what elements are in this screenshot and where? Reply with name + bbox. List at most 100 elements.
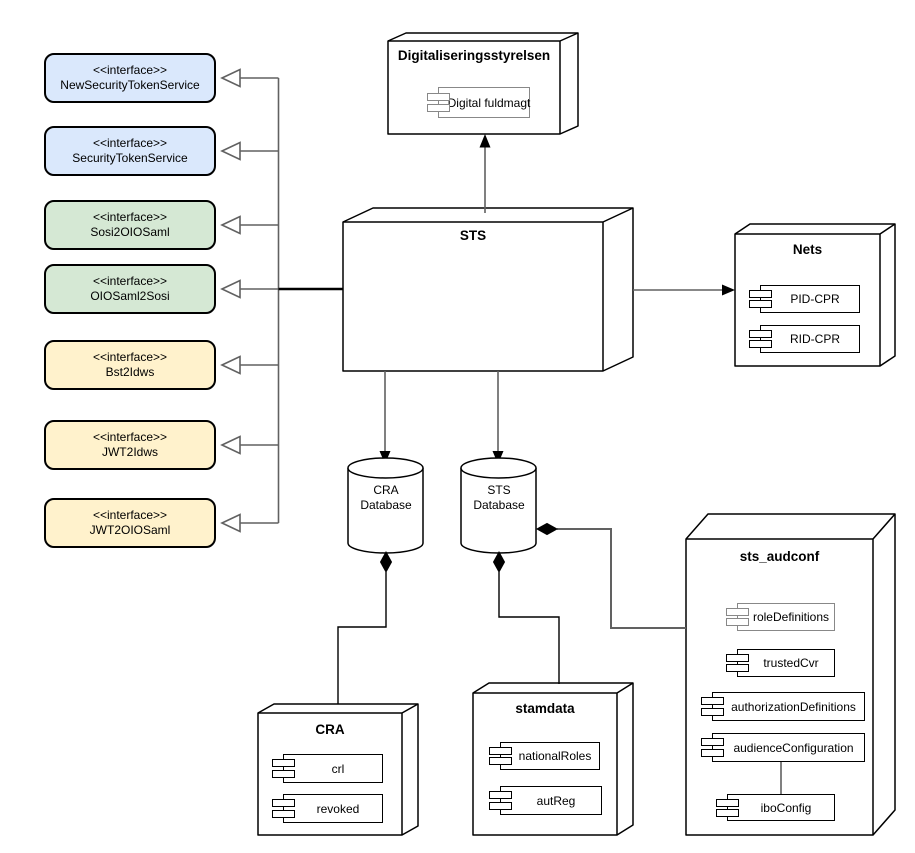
interface-bst2idws: <<interface>> Bst2Idws: [44, 340, 216, 390]
arrowhead-up-icon: [479, 134, 491, 148]
interface-newsecuritytokenservice: <<interface>> NewSecurityTokenService: [44, 53, 216, 103]
database-label-cra: CRA Database: [348, 483, 424, 513]
node-title-nets: Nets: [792, 242, 823, 257]
interface-name: Sosi2OIOSaml: [90, 225, 170, 239]
component-label: roleDefinitions: [752, 610, 830, 624]
database-label-sts: STS Database: [461, 483, 537, 513]
composition-diamond-icon: [379, 550, 393, 574]
interface-stereotype: <<interface>>: [92, 430, 168, 444]
composition-diamond-icon: [535, 522, 559, 536]
component-label: iboConfig: [760, 800, 812, 815]
component-label: autReg: [536, 793, 576, 808]
interface-jwt2idws: <<interface>> JWT2Idws: [44, 420, 216, 470]
edges-sts: [384, 147, 723, 452]
realization-triangle-icon: [220, 141, 241, 161]
component-authorizationdefinitions: authorizationDefinitions: [701, 692, 865, 721]
component-label: authorizationDefinitions: [731, 699, 856, 714]
component-tab-icon: [427, 103, 450, 112]
component-label: trustedCvr: [763, 656, 819, 670]
component-tab-icon: [726, 618, 749, 627]
component-tab-icon: [749, 290, 772, 299]
component-label: audienceConfiguration: [733, 740, 854, 755]
component-tab-icon: [489, 801, 512, 810]
component-label: crl: [331, 761, 345, 776]
database-sts-shape: [460, 457, 537, 554]
component-tab-icon: [749, 330, 772, 339]
realization-triangle-icon: [220, 68, 241, 88]
component-trustedcvr: trustedCvr: [726, 649, 835, 677]
component-tab-icon: [489, 747, 512, 756]
component-iboconfig: iboConfig: [716, 794, 835, 821]
component-tab-icon: [489, 757, 512, 766]
component-label: revoked: [316, 801, 360, 816]
interface-stereotype: <<interface>>: [92, 210, 168, 224]
interface-name: NewSecurityTokenService: [60, 78, 200, 92]
realization-bus: [240, 77, 280, 524]
node-sts-shape: [342, 207, 634, 372]
component-audienceconfiguration: audienceConfiguration: [701, 733, 865, 762]
interface-oiosaml2sosi: <<interface>> OIOSaml2Sosi: [44, 264, 216, 314]
database-name-line2: Database: [360, 498, 412, 512]
component-tab-icon: [272, 799, 295, 808]
interface-sosi2oiosaml: <<interface>> Sosi2OIOSaml: [44, 200, 216, 250]
database-name-line2: Database: [473, 498, 525, 512]
composition-diamond-icon: [492, 550, 506, 574]
edge-sts-database-stamdata: [498, 572, 560, 684]
component-tab-icon: [749, 340, 772, 349]
interface-jwt2oiosaml: <<interface>> JWT2OIOSaml: [44, 498, 216, 548]
component-tab-icon: [749, 300, 772, 309]
component-tab-icon: [726, 664, 749, 673]
interface-stereotype: <<interface>>: [92, 274, 168, 288]
realization-triangle-icon: [220, 435, 241, 455]
realization-triangle-icon: [220, 279, 241, 299]
component-pid-cpr: PID-CPR: [749, 285, 860, 313]
node-title-stamdata: stamdata: [515, 701, 575, 716]
component-label: nationalRoles: [518, 749, 592, 763]
component-autreg: autReg: [489, 786, 602, 815]
component-tab-icon: [489, 791, 512, 800]
component-tab-icon: [726, 654, 749, 663]
component-rid-cpr: RID-CPR: [749, 325, 860, 353]
interface-name: JWT2Idws: [101, 445, 158, 459]
composition-diamonds: [379, 522, 559, 574]
interface-name: JWT2OIOSaml: [89, 523, 171, 537]
arrowhead-right-icon: [722, 284, 735, 296]
component-label: PID-CPR: [790, 292, 840, 306]
realization-triangle-icon: [220, 513, 241, 533]
edge-cra-database-cra: [337, 572, 387, 704]
interface-stereotype: <<interface>>: [92, 63, 168, 77]
component-tab-icon: [716, 799, 739, 807]
node-title-digitaliseringsstyrelsen: Digitaliseringsstyrelsen: [397, 48, 551, 63]
component-tab-icon: [272, 769, 295, 778]
interface-securitytokenservice: <<interface>> SecurityTokenService: [44, 126, 216, 176]
database-name-line1: STS: [487, 483, 511, 497]
component-crl: crl: [272, 754, 383, 783]
component-tab-icon: [726, 608, 749, 617]
component-tab-icon: [701, 738, 724, 747]
node-title-sts-audconf: sts_audconf: [739, 549, 820, 564]
interface-stereotype: <<interface>>: [92, 508, 168, 522]
component-revoked: revoked: [272, 794, 383, 823]
interface-stereotype: <<interface>>: [92, 350, 168, 364]
component-tab-icon: [701, 697, 724, 706]
component-tab-icon: [272, 759, 295, 768]
component-digital-fuldmagt: Digital fuldmagt: [427, 87, 531, 118]
component-tab-icon: [701, 707, 724, 716]
interface-name: Bst2Idws: [105, 365, 155, 379]
component-tab-icon: [716, 808, 739, 817]
component-label: Digital fuldmagt: [447, 95, 531, 110]
realization-triangle-icon: [220, 355, 241, 375]
component-label: RID-CPR: [790, 332, 840, 346]
realization-triangles: [220, 68, 241, 533]
component-tab-icon: [427, 92, 450, 101]
interface-stereotype: <<interface>>: [92, 136, 168, 150]
interface-name: OIOSaml2Sosi: [90, 289, 170, 303]
component-tab-icon: [701, 748, 724, 757]
component-nationalroles: nationalRoles: [489, 742, 600, 770]
node-title-sts: STS: [459, 228, 487, 243]
interface-name: SecurityTokenService: [72, 151, 188, 165]
edge-sts-database-sts-audconf: [557, 528, 686, 629]
realization-triangle-icon: [220, 215, 241, 235]
node-title-cra: CRA: [315, 722, 345, 737]
